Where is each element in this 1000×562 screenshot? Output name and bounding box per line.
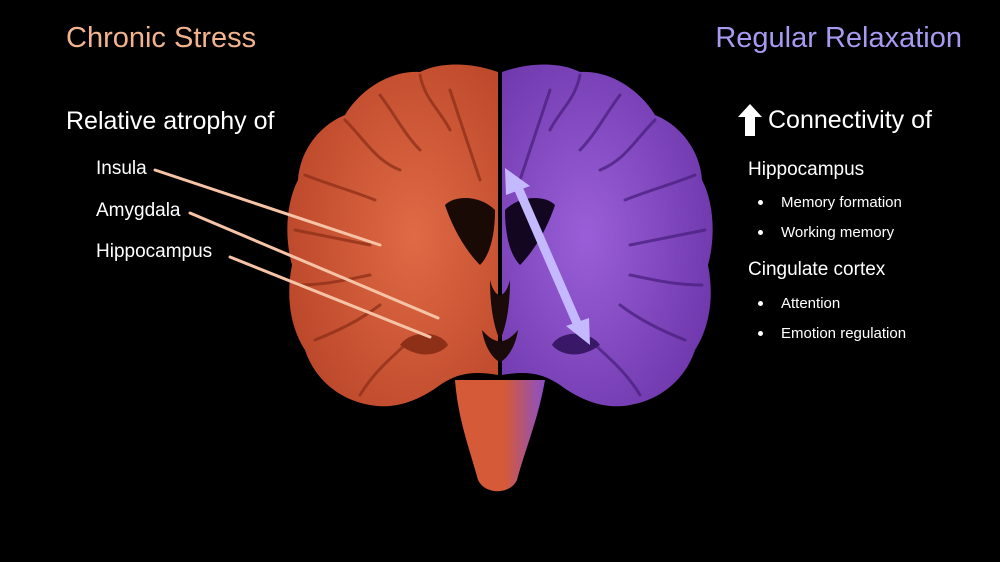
bullet-text: Attention xyxy=(781,295,841,312)
left-hemisphere xyxy=(287,64,498,407)
bullet-icon xyxy=(758,331,763,336)
group-hippocampus: Hippocampus xyxy=(748,159,865,180)
list-item: Memory formation xyxy=(758,194,902,211)
region-label-hippocampus: Hippocampus xyxy=(96,241,213,262)
right-hemisphere xyxy=(502,64,713,407)
connectivity-heading: Connectivity of xyxy=(738,104,932,136)
bullet-icon xyxy=(758,230,763,235)
regular-relaxation-title: Regular Relaxation xyxy=(715,22,962,54)
left-ventricle xyxy=(445,198,495,265)
hippocampus-pointer xyxy=(228,255,432,339)
connectivity-arrow xyxy=(505,168,590,345)
brainstem xyxy=(455,380,545,492)
bullet-icon xyxy=(758,301,763,306)
insula-pointer xyxy=(153,168,382,247)
bullet-icon xyxy=(758,200,763,205)
up-arrow-icon xyxy=(738,104,762,136)
region-label-insula: Insula xyxy=(96,158,147,179)
list-item: Attention xyxy=(758,295,840,312)
region-label-amygdala: Amygdala xyxy=(96,200,181,221)
lower-ventricle xyxy=(482,330,518,362)
third-ventricle xyxy=(490,280,510,340)
list-item: Working memory xyxy=(758,224,894,241)
bullet-text: Emotion regulation xyxy=(781,325,907,342)
amygdala-pointer xyxy=(188,211,440,320)
bullet-text: Working memory xyxy=(781,224,895,241)
connectivity-heading-text: Connectivity of xyxy=(768,105,932,134)
left-hippocampus-shape xyxy=(400,333,448,355)
group-cingulate-cortex: Cingulate cortex xyxy=(748,259,886,280)
atrophy-heading: Relative atrophy of xyxy=(66,107,275,135)
pointer-lines xyxy=(153,168,440,339)
list-item: Emotion regulation xyxy=(758,325,906,342)
right-ventricle xyxy=(505,198,555,265)
chronic-stress-title: Chronic Stress xyxy=(66,22,257,54)
bullet-text: Memory formation xyxy=(781,194,902,211)
